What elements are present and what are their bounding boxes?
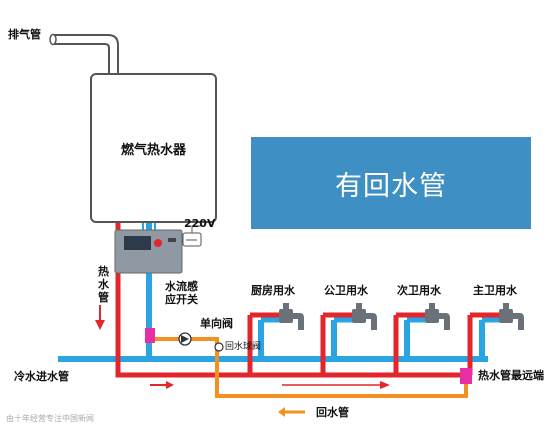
footer-watermark: 由十年经营专注中国新闻 xyxy=(6,414,94,423)
faucet-label-public-bath: 公卫用水 xyxy=(324,284,368,297)
return-ball-valve-label: 回水球阀 xyxy=(225,342,262,352)
banner-title: 有回水管 xyxy=(335,170,447,202)
far-end-valve xyxy=(460,368,472,384)
faucet-second-bath xyxy=(425,303,450,330)
faucet-master-bath xyxy=(499,303,524,330)
faucet-label-second-bath: 次卫用水 xyxy=(397,284,441,297)
faucet-public-bath xyxy=(352,303,377,330)
faucet-label-kitchen: 厨房用水 xyxy=(251,284,295,297)
check-valve-label: 单向阀 xyxy=(200,317,233,330)
gas-water-heater xyxy=(90,73,217,223)
faucet-kitchen xyxy=(279,303,304,330)
hot-pipe-label: 热水管 xyxy=(98,265,109,304)
title-banner xyxy=(251,137,531,229)
cold-inlet-label: 冷水进水管 xyxy=(14,370,69,383)
far-end-label: 热水管最远端 xyxy=(478,369,544,382)
exhaust-label: 排气管 xyxy=(8,28,41,41)
return-pipe-label: 回水管 xyxy=(316,406,349,419)
faucet-label-master-bath: 主卫用水 xyxy=(473,284,517,297)
exhaust-pipe xyxy=(53,34,119,73)
hot-down-arrow xyxy=(95,320,105,330)
return-pipe xyxy=(149,337,468,398)
flow-switch-label: 水流感应开关 xyxy=(165,280,198,306)
voltage-label: 220V xyxy=(184,217,216,230)
hot-flow-arrow xyxy=(166,381,174,389)
return-legend-arrow xyxy=(278,407,285,417)
check-valve xyxy=(145,328,155,343)
heater-label: 燃气热水器 xyxy=(120,142,186,158)
return-ball-valve xyxy=(214,342,224,352)
